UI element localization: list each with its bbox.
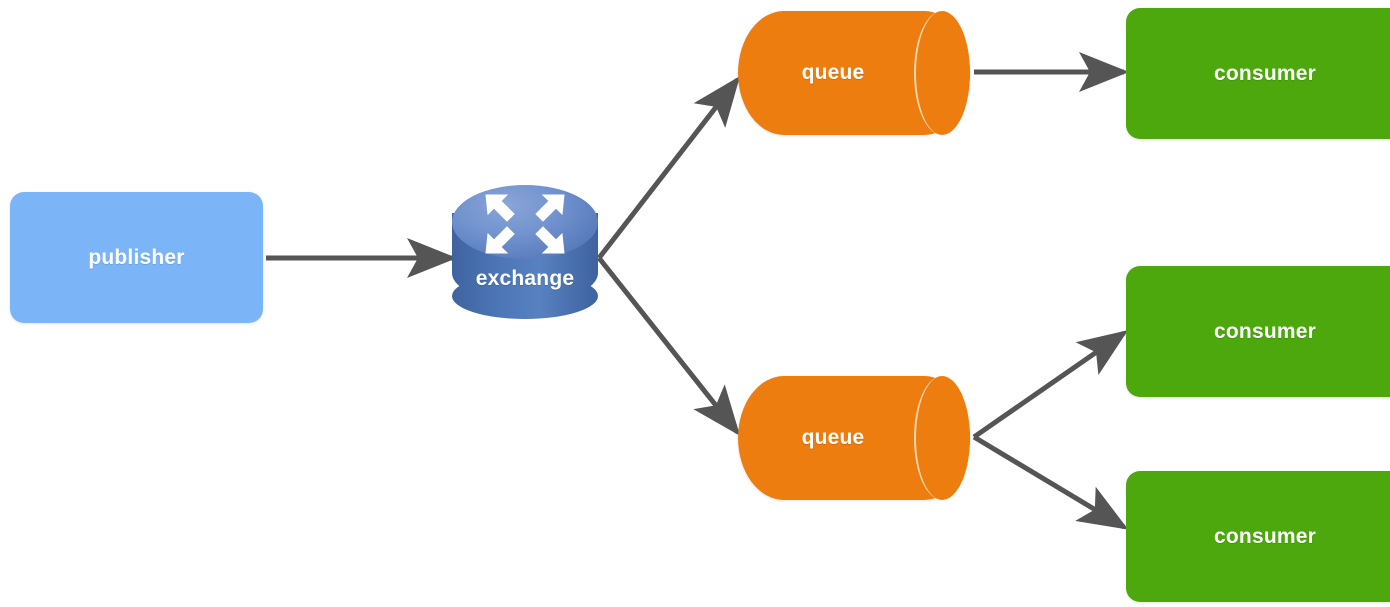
consumer-label: consumer	[1214, 61, 1316, 85]
edge-queue-2-to-consumer-2	[972, 330, 1129, 440]
consumer-label: consumer	[1214, 319, 1316, 343]
edge-exchange-to-queue-2	[597, 256, 741, 436]
node-consumer-3[interactable]: consumer	[1126, 471, 1390, 602]
queue-label: queue	[801, 61, 865, 84]
queue-label-wrap: queue	[738, 376, 928, 500]
exchange-label-wrap: exchange	[452, 267, 598, 291]
exchange-cylinder-top	[452, 185, 598, 259]
publisher-label: publisher	[88, 245, 185, 269]
node-queue-1[interactable]: queue	[738, 11, 970, 135]
four-way-expand-arrows-icon	[480, 191, 570, 257]
queue-label-wrap: queue	[738, 11, 928, 135]
edge-exchange-to-queue-1	[597, 76, 741, 260]
queue-cylinder-cap	[914, 11, 970, 135]
exchange-cylinder-bottom	[452, 273, 598, 319]
node-consumer-2[interactable]: consumer	[1126, 266, 1390, 397]
edge-queue-2-to-consumer-3	[972, 434, 1129, 530]
node-queue-2[interactable]: queue	[738, 376, 970, 500]
node-publisher[interactable]: publisher	[10, 192, 263, 323]
consumer-label: consumer	[1214, 524, 1316, 548]
node-consumer-1[interactable]: consumer	[1126, 8, 1390, 139]
queue-label: queue	[801, 426, 865, 449]
queue-cylinder-cap	[914, 376, 970, 500]
exchange-label: exchange	[475, 267, 575, 290]
node-exchange[interactable]: exchange	[452, 185, 598, 320]
